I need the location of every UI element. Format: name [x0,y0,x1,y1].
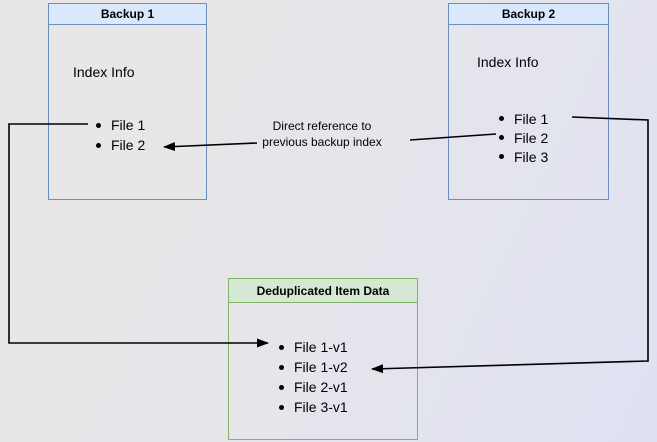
backup1-subtitle: Index Info [73,64,135,80]
list-item: File 3 [499,147,548,166]
file-label: File 3 [514,148,549,165]
list-item: File 1 [499,109,548,128]
file-label: File 1 [514,110,549,127]
file-label: File 1-v1 [294,339,348,355]
file-label: File 2 [514,129,549,146]
direct-reference-label-line1: Direct reference to [272,119,372,133]
list-item: File 1-v1 [279,337,348,357]
bullet-icon [499,154,504,159]
list-item: File 1 [96,115,145,135]
dedup-title: Deduplicated Item Data [229,279,417,303]
backup1-box: Backup 1 Index Info File 1 File 2 [48,3,207,200]
file-label: File 3-v1 [294,399,348,415]
list-item: File 2-v1 [279,377,348,397]
bullet-icon [96,122,101,128]
bullet-icon [279,344,284,350]
file-label: File 2-v1 [294,379,348,395]
file-label: File 2 [111,137,146,153]
direct-reference-label: Direct reference to previous backup inde… [232,118,412,150]
backup2-subtitle: Index Info [477,54,539,70]
list-item: File 3-v1 [279,397,348,417]
list-item: File 1-v2 [279,357,348,377]
backup1-file-list: File 1 File 2 [96,115,145,155]
file-label: File 1 [111,117,146,133]
bullet-icon [96,142,101,148]
file-label: File 1-v2 [294,359,348,375]
backup1-title: Backup 1 [49,4,206,25]
direct-reference-label-line2: previous backup index [262,135,382,149]
dedup-box: Deduplicated Item Data File 1-v1 File 1-… [228,278,418,440]
bullet-icon [279,404,284,410]
bullet-icon [499,135,504,140]
list-item: File 2 [499,128,548,147]
dedup-file-list: File 1-v1 File 1-v2 File 2-v1 File 3-v1 [279,337,348,417]
bullet-icon [499,116,504,121]
bullet-icon [279,364,284,370]
list-item: File 2 [96,135,145,155]
backup2-box: Backup 2 Index Info File 1 File 2 File 3 [448,3,609,200]
bullet-icon [279,384,284,390]
backup2-title: Backup 2 [449,4,608,25]
backup2-file-list: File 1 File 2 File 3 [499,109,548,166]
